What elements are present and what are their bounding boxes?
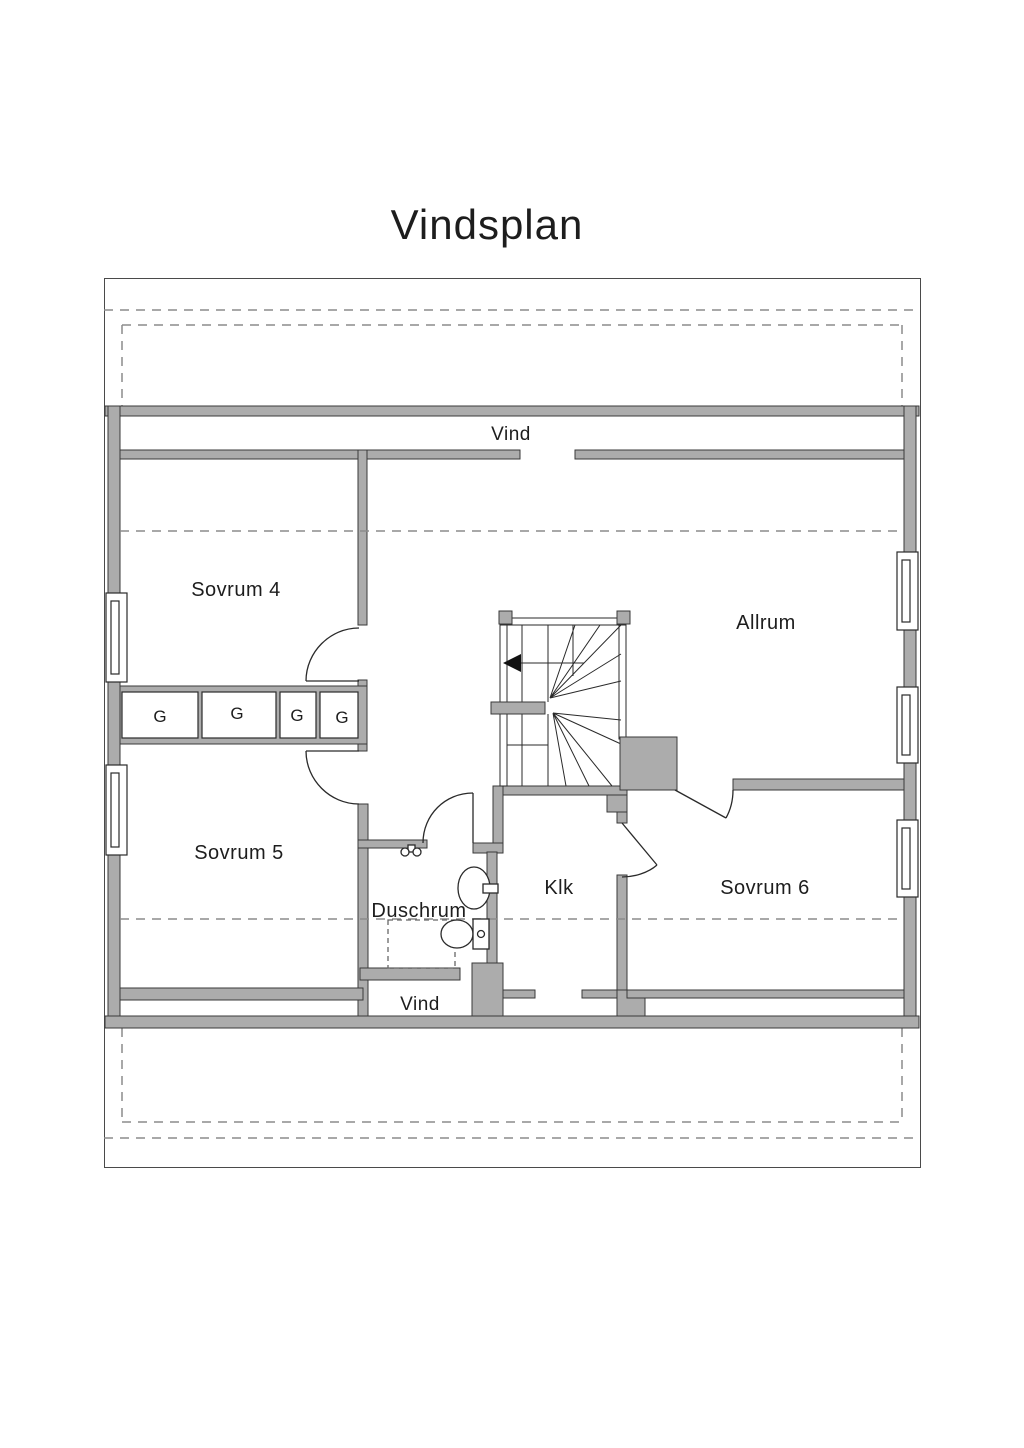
closet-box xyxy=(121,691,199,739)
room-label-vind-top: Vind xyxy=(491,424,531,445)
wall-outer-bottom xyxy=(104,1015,920,1029)
room-label-sovrum-6: Sovrum 6 xyxy=(720,877,810,899)
window-left-2 xyxy=(105,764,128,856)
windows xyxy=(105,551,919,898)
closet-box xyxy=(319,691,359,739)
closet-row: G G G G xyxy=(121,691,359,739)
wall-vind-inner-right xyxy=(574,449,905,460)
wall-outer-left xyxy=(107,405,121,1017)
closet-box xyxy=(279,691,317,739)
closet-label: G xyxy=(153,707,166,726)
window-right-1 xyxy=(896,551,919,631)
wall-klk-bottom-right xyxy=(581,989,618,999)
wall-duschrum-right xyxy=(486,851,498,969)
staircase xyxy=(490,610,631,787)
wall-klk-notch-a xyxy=(606,794,628,813)
toilet xyxy=(440,918,490,950)
page-title: Vindsplan xyxy=(391,201,584,248)
closet-label: G xyxy=(290,706,303,725)
door-duschrum xyxy=(422,792,474,844)
wall-sovrum5-bottom xyxy=(119,987,364,1001)
wall-klk-notch-b xyxy=(616,811,628,824)
room-labels: Vind Sovrum 4 Allrum Sovrum 5 Duschrum K… xyxy=(191,424,810,1015)
wall-sovrum6-bottom xyxy=(626,989,905,999)
wall-duschrum-bottom xyxy=(359,967,461,981)
wall-sovrum4-right-upper xyxy=(357,449,368,626)
wall-duschrum-top xyxy=(357,839,428,849)
window-right-2 xyxy=(896,686,919,764)
shower-mixer xyxy=(400,844,422,857)
wall-klk-left xyxy=(492,785,504,853)
doors xyxy=(305,627,734,878)
room-label-vind-bottom: Vind xyxy=(400,994,440,1015)
window-left-1 xyxy=(105,592,128,683)
door-sovrum5 xyxy=(305,750,360,805)
door-sovrum4 xyxy=(305,627,360,682)
stair-post xyxy=(616,610,631,625)
door-sovrum6 xyxy=(674,789,734,819)
roof-outline xyxy=(104,278,921,1168)
chimney-block xyxy=(619,736,678,791)
wall-allrum-sovrum6 xyxy=(732,778,905,791)
closet-box xyxy=(201,691,277,739)
door-klk xyxy=(621,822,658,878)
wall-outer-top xyxy=(104,405,920,417)
sink xyxy=(457,866,499,910)
wall-vind-inner-left xyxy=(119,449,521,460)
wall-klk-sovrum6 xyxy=(616,874,628,999)
wall-klk-bottom-left xyxy=(502,989,536,999)
stair-landing-bar xyxy=(490,701,546,715)
closet-label: G xyxy=(335,708,348,727)
room-label-sovrum-4: Sovrum 4 xyxy=(191,579,281,601)
stair-post xyxy=(498,610,513,625)
wall-duschrum-left xyxy=(357,803,369,1017)
ceiling-height-guides xyxy=(120,530,904,920)
room-label-klk: Klk xyxy=(544,877,574,899)
room-label-allrum: Allrum xyxy=(736,612,796,634)
bathroom-fixtures xyxy=(387,844,499,969)
wall-below-stairs xyxy=(492,785,628,796)
stair-direction-arrow xyxy=(503,654,584,672)
room-label-sovrum-5: Sovrum 5 xyxy=(194,842,284,864)
room-label-duschrum: Duschrum xyxy=(371,900,466,922)
window-right-3 xyxy=(896,819,919,898)
wall-chunk-duschrum-corner xyxy=(471,962,504,1017)
closet-label: G xyxy=(230,704,243,723)
